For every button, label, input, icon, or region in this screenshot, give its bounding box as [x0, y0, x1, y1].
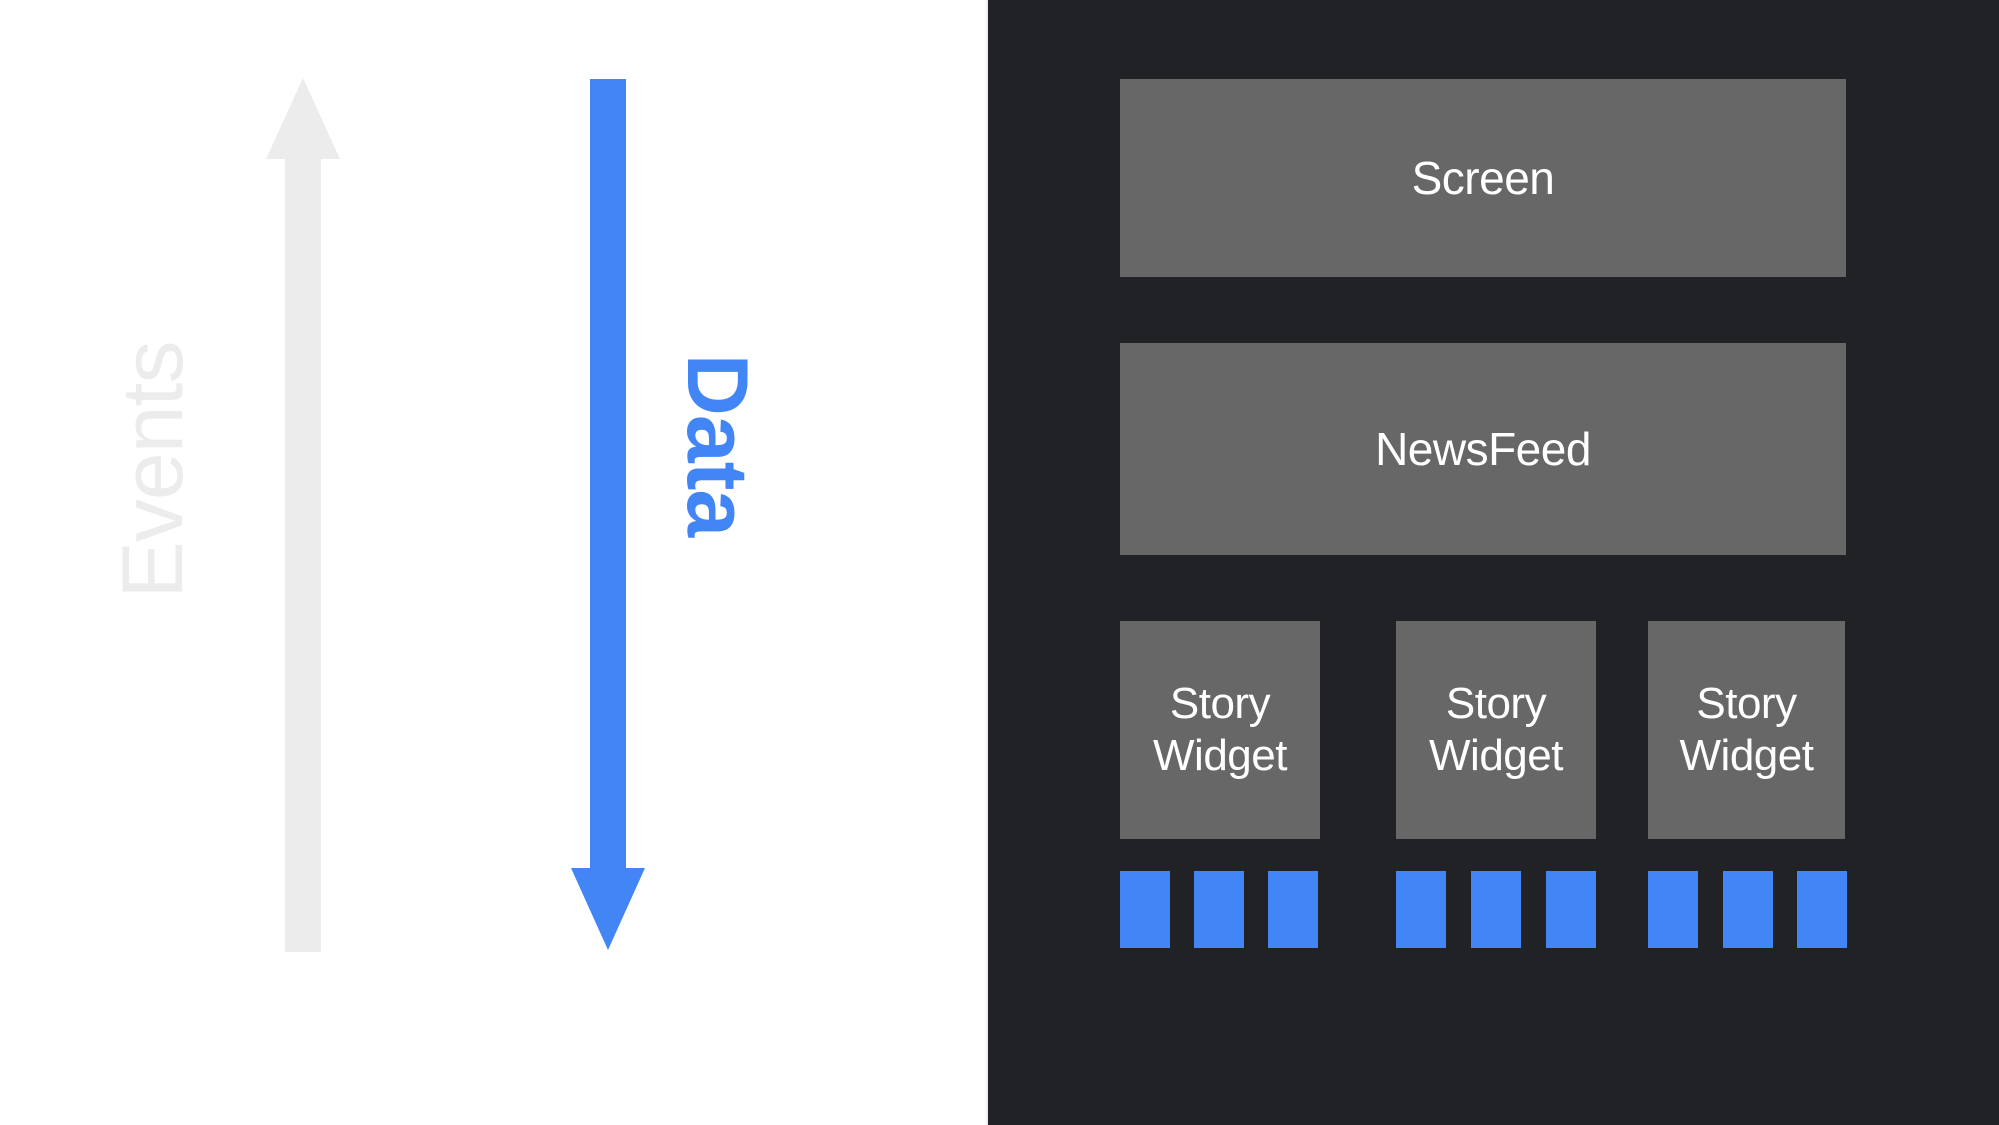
story-widget-2[interactable]: Story Widget: [1648, 621, 1845, 839]
story-widget-2-bar-1: [1723, 871, 1773, 948]
story-widget-0-line1: Story: [1169, 679, 1271, 729]
story-widget-0-bar-0: [1120, 871, 1170, 948]
story-widget-1-bar-1: [1471, 871, 1521, 948]
arrow-down-icon: [570, 79, 646, 951]
data-flow-label: Data: [669, 353, 765, 537]
story-widget-0-bar-1: [1194, 871, 1244, 948]
story-widget-0-line2: Widget: [1153, 731, 1287, 780]
story-widget-1[interactable]: Story Widget: [1396, 621, 1596, 839]
story-widget-2-line1: Story: [1696, 679, 1797, 729]
screen-node[interactable]: Screen: [1120, 79, 1846, 277]
events-flow-label: Events: [105, 341, 201, 599]
story-widget-0[interactable]: Story Widget: [1120, 621, 1320, 839]
story-widget-1-line1: Story: [1445, 679, 1547, 729]
story-widget-2-bar-2: [1797, 871, 1847, 948]
flow-legend-panel: Events Data: [0, 0, 988, 1125]
arrow-up-icon: [265, 78, 341, 952]
story-widget-1-bar-0: [1396, 871, 1446, 948]
story-widget-2-line2: Widget: [1679, 731, 1814, 780]
story-widget-1-bar-2: [1546, 871, 1596, 948]
story-widget-0-bar-2: [1268, 871, 1318, 948]
newsfeed-node[interactable]: NewsFeed: [1120, 343, 1846, 555]
component-tree-panel: Screen NewsFeed Story Widget Story Widge…: [988, 0, 1999, 1125]
story-widget-2-bar-0: [1648, 871, 1698, 948]
story-widget-1-line2: Widget: [1429, 731, 1563, 780]
